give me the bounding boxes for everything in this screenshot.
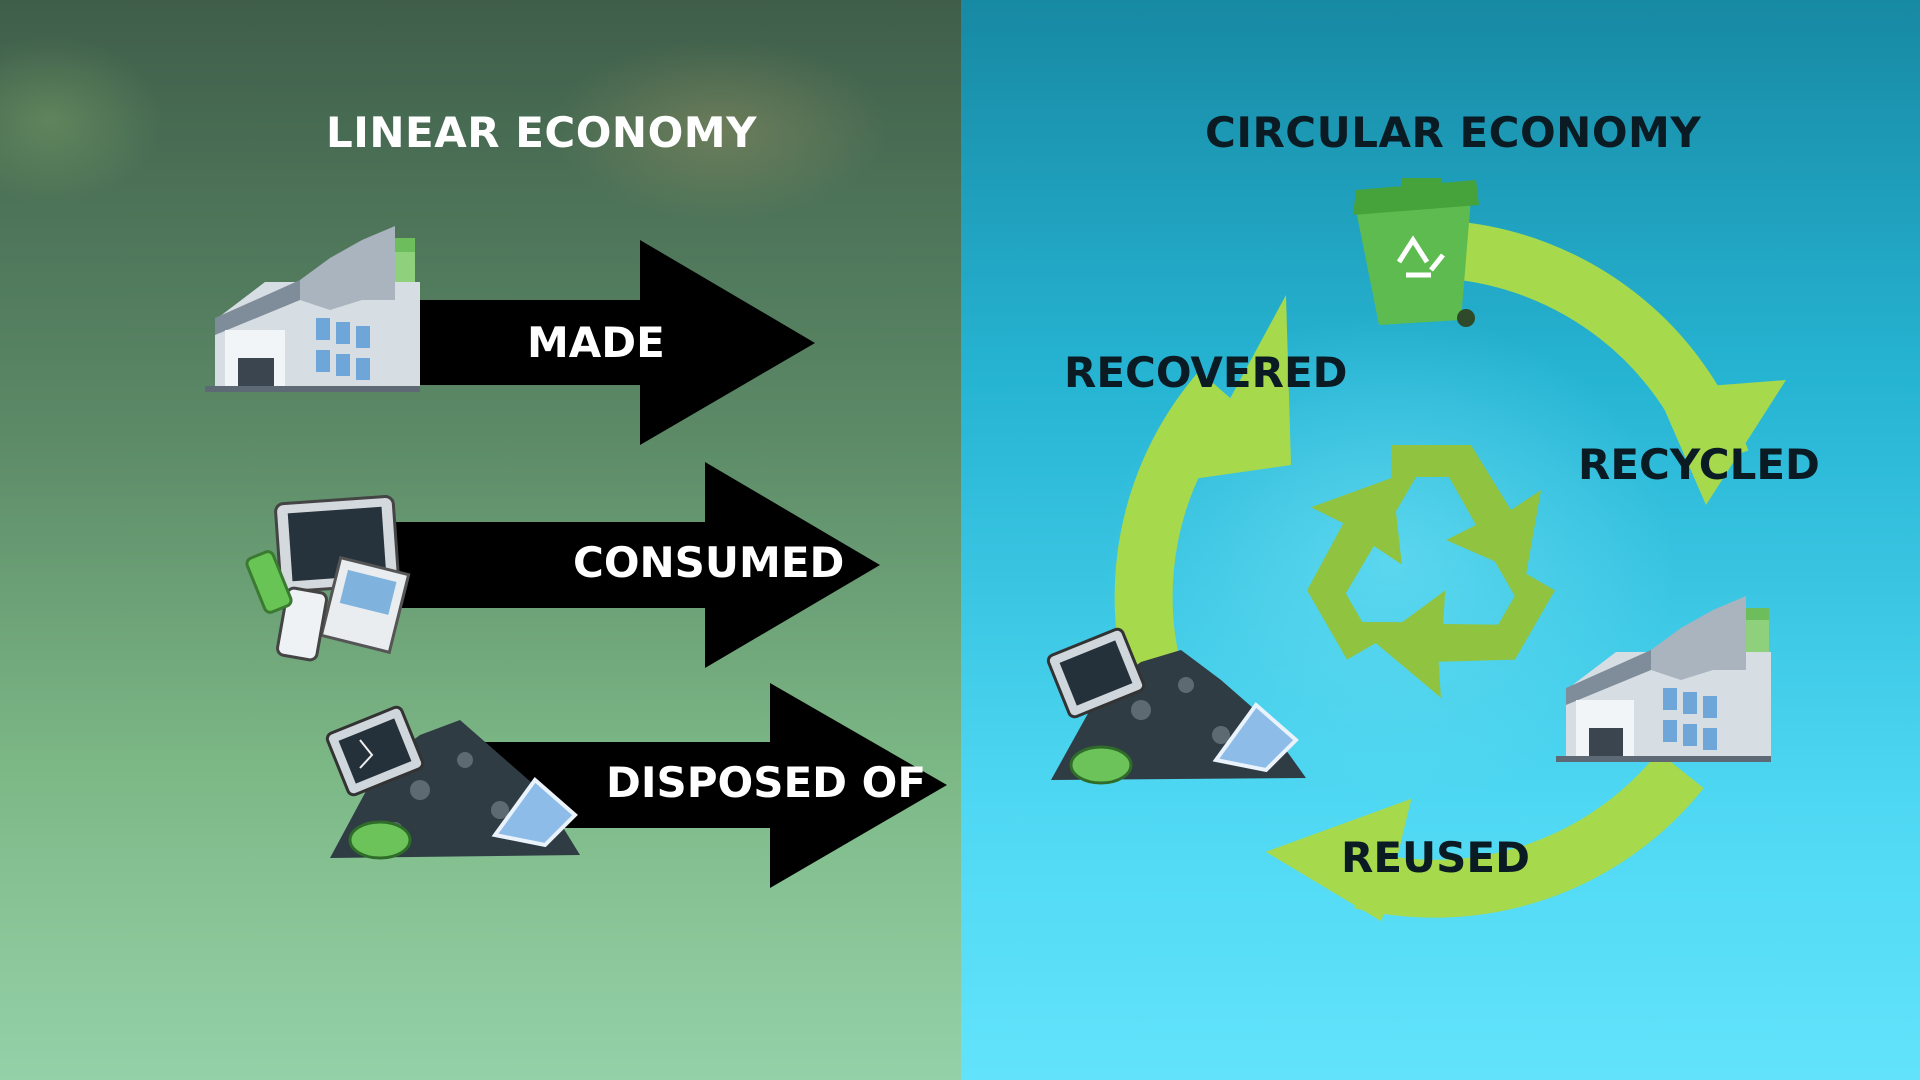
recycled-label: RECYCLED [1578, 440, 1820, 489]
factory-icon [205, 226, 420, 392]
recovered-label: RECOVERED [1064, 348, 1348, 397]
disposed-of-label: DISPOSED OF [606, 758, 926, 807]
circular-cycle [961, 0, 1920, 1080]
factory-icon-circular [1556, 596, 1771, 762]
linear-economy-panel: LINEAR ECONOMY [0, 0, 961, 1080]
consumed-label: CONSUMED [573, 538, 844, 587]
recycling-bin-icon [1353, 178, 1479, 327]
reused-label: REUSED [1341, 833, 1530, 882]
circular-economy-panel: CIRCULAR ECONOMY [961, 0, 1920, 1080]
recycle-symbol-icon [1272, 445, 1555, 720]
made-label: MADE [527, 318, 665, 367]
devices-icon [245, 496, 408, 661]
